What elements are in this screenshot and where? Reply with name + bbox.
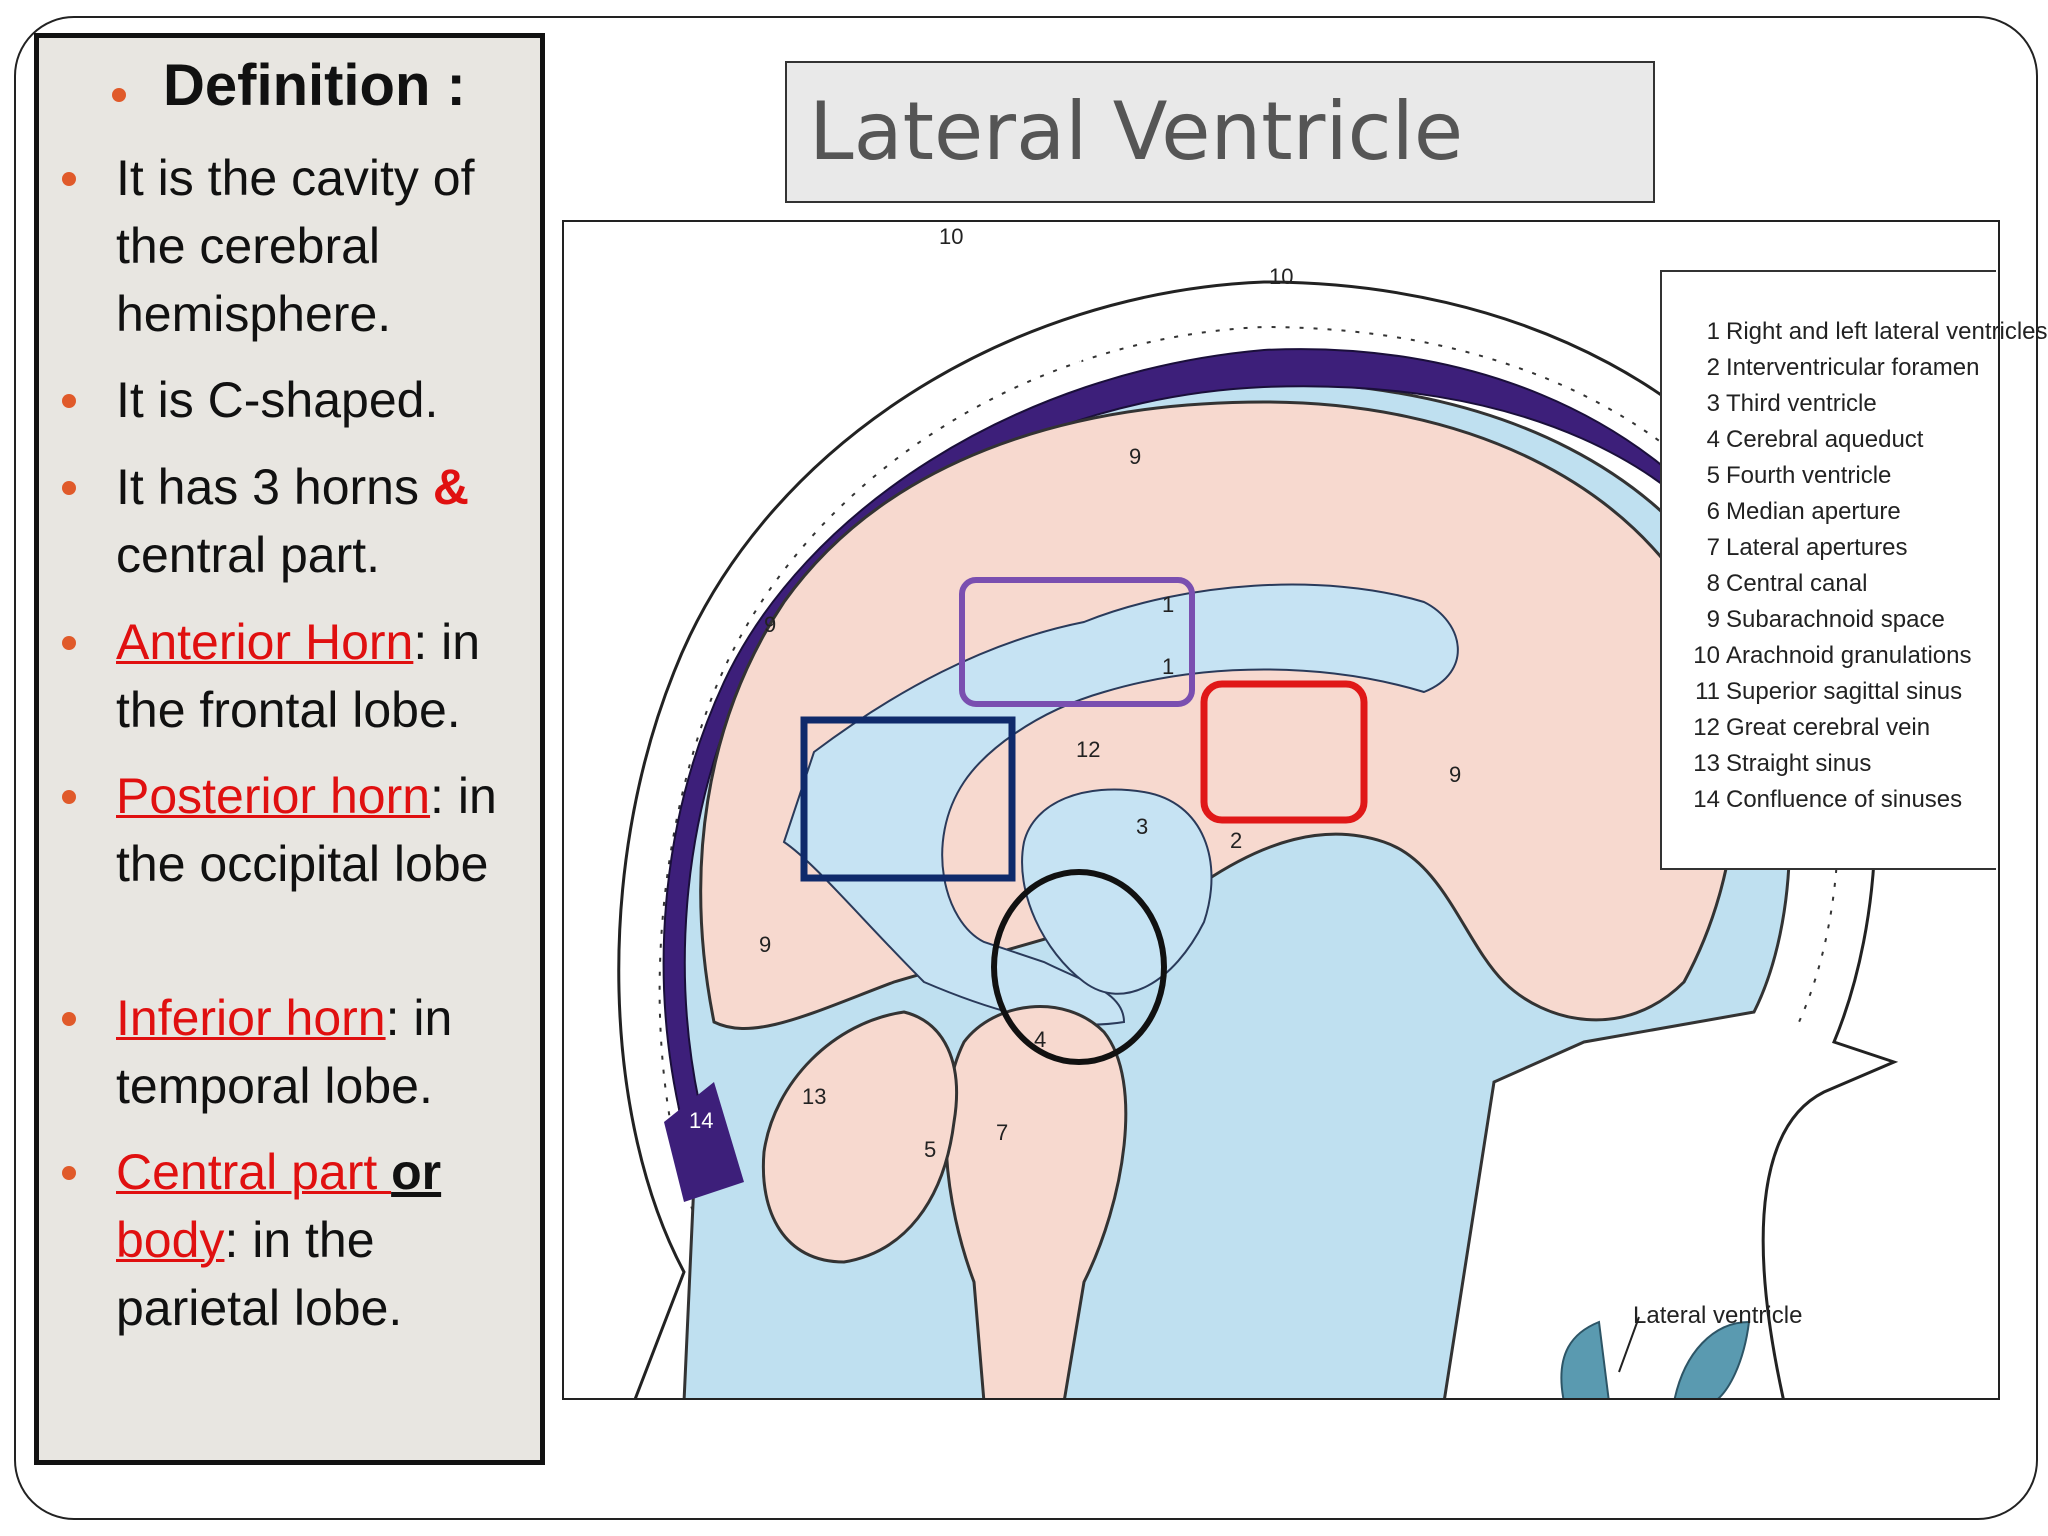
- inset-ventricle-left: [1560, 1320, 1610, 1398]
- posterior-horn-highlight: [800, 716, 1016, 882]
- inset-pointer: [1618, 1316, 1640, 1373]
- label-10-right: 10: [1269, 264, 1293, 289]
- bullet: [62, 172, 76, 186]
- ampersand: &: [432, 459, 469, 515]
- heading-bullet: [112, 88, 126, 102]
- label-13: 13: [802, 1084, 826, 1109]
- label-5: 5: [924, 1137, 936, 1162]
- horns-text: It has 3 horns: [116, 459, 433, 515]
- label-1-lower: 1: [1162, 654, 1174, 679]
- confluence-of-sinuses: [664, 1082, 744, 1202]
- label-9-left: 9: [764, 612, 776, 637]
- inferior-horn-label: Inferior horn: [116, 990, 386, 1046]
- brain-sagittal-illustration: 10 10 11 11 9 9 9 9 1 1 12 3 2 13 14 5 7…: [617, 224, 1899, 1398]
- label-9-top: 9: [1129, 444, 1141, 469]
- label-4: 4: [1034, 1027, 1046, 1052]
- definition-panel: [34, 33, 545, 1465]
- central-part-highlight: [959, 577, 1195, 707]
- central-part-label: Central part: [116, 1144, 392, 1200]
- bullet: [62, 1012, 76, 1026]
- title-box: Lateral Ventricle: [785, 61, 1655, 203]
- definition-item-cavity: It is the cavity of the cerebral hemisph…: [116, 150, 475, 342]
- label-12: 12: [1076, 737, 1100, 762]
- anterior-horn-desc: : in the frontal lobe.: [116, 614, 481, 738]
- label-3: 3: [1136, 814, 1148, 839]
- label-1-upper: 1: [1162, 592, 1174, 617]
- definition-item-horns: It has 3 horns & central part.: [116, 453, 536, 589]
- label-11-side: 11: [744, 542, 767, 567]
- label-2: 2: [1230, 828, 1242, 853]
- bullet: [62, 636, 76, 650]
- page-title: Lateral Ventricle: [809, 85, 1464, 178]
- label-9-right: 9: [1449, 762, 1461, 787]
- inset-ventricle-right: [1673, 1320, 1751, 1398]
- anterior-horn-label: Anterior Horn: [116, 614, 414, 670]
- definition-heading: Definition :: [163, 53, 466, 118]
- posterior-horn-desc: : in the occipital lobe: [116, 768, 497, 892]
- inferior-horn-highlight: [991, 869, 1167, 1065]
- label-9-lower: 9: [759, 932, 771, 957]
- label-14: 14: [689, 1108, 713, 1133]
- central-part-desc: : in the parietal lobe.: [116, 1212, 403, 1336]
- bullet: [62, 394, 76, 408]
- bullet: [62, 790, 76, 804]
- definition-item-central-part: Central part or body: in the parietal lo…: [116, 1138, 536, 1342]
- inset-lateral-ventricle-label: Lateral ventricle: [1633, 1302, 1803, 1329]
- cerebellum: [761, 1010, 959, 1264]
- definition-item-c-shaped: It is C-shaped.: [116, 372, 439, 428]
- or-word: or: [391, 1144, 442, 1200]
- definition-item-anterior-horn: Anterior Horn: in the frontal lobe.: [116, 608, 536, 744]
- definition-item-posterior-horn: Posterior horn: in the occipital lobe: [116, 762, 536, 898]
- inferior-horn-desc: : in temporal lobe.: [116, 990, 453, 1114]
- bullet: [62, 481, 76, 495]
- central-part-text: central part.: [116, 527, 381, 583]
- label-7: 7: [996, 1120, 1008, 1145]
- body-label: body: [116, 1212, 225, 1268]
- label-10-left: 10: [939, 224, 963, 249]
- anterior-horn-highlight: [1200, 680, 1368, 824]
- posterior-horn-label: Posterior horn: [116, 768, 431, 824]
- label-11-top: 11: [1074, 347, 1097, 372]
- definition-item-inferior-horn: Inferior horn: in temporal lobe.: [116, 984, 536, 1120]
- bullet: [62, 1166, 76, 1180]
